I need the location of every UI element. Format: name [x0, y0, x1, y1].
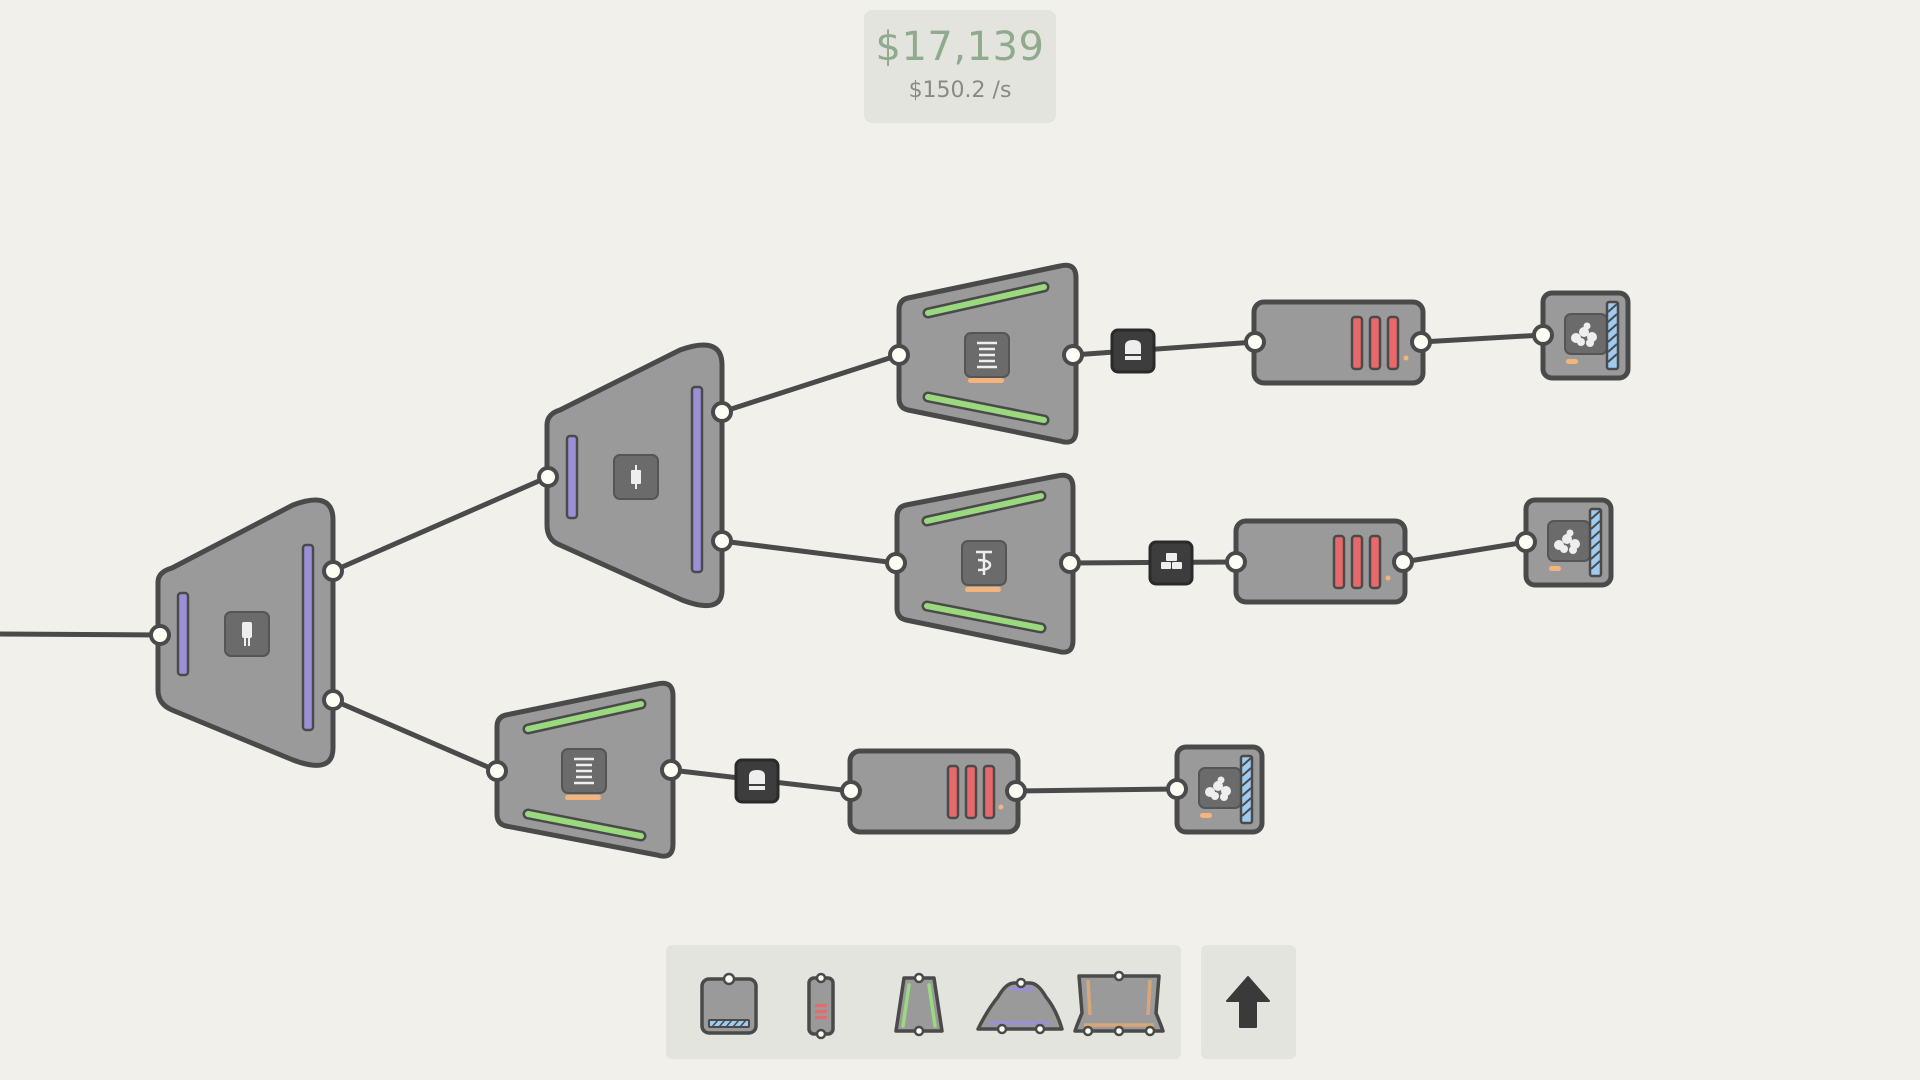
conveyor-line	[1418, 332, 1546, 345]
seller-progress	[1566, 359, 1578, 364]
furnace-icon	[807, 972, 835, 1040]
splitter-machine[interactable]	[544, 342, 725, 609]
input-port[interactable]	[840, 780, 862, 802]
chip-icon	[749, 770, 765, 790]
item-token	[1110, 328, 1156, 374]
output-port[interactable]	[711, 530, 733, 552]
item-token	[734, 758, 780, 804]
money-panel: $17,139 $150.2 /s	[864, 10, 1056, 123]
seller-tool-button[interactable]	[674, 945, 770, 1059]
build-toolbar	[666, 945, 1181, 1059]
furnace-bar	[1350, 534, 1364, 590]
conveyor-lines	[0, 332, 1546, 794]
output-port[interactable]	[322, 560, 344, 582]
seller-machine[interactable]	[1540, 290, 1631, 381]
furnace-indicator	[1403, 355, 1409, 361]
seller-bar	[1588, 507, 1603, 578]
conveyor-line	[719, 352, 902, 415]
splitter-machine[interactable]	[155, 497, 336, 768]
seller-bar	[1239, 754, 1254, 825]
output-port[interactable]	[1392, 551, 1414, 573]
output-port[interactable]	[1005, 780, 1027, 802]
conveyor-line	[330, 697, 500, 774]
processor-machine[interactable]	[896, 262, 1079, 445]
output-port[interactable]	[1059, 552, 1081, 574]
seller-bar	[1605, 300, 1620, 371]
seller-machine[interactable]	[1174, 744, 1265, 835]
furnace-bar	[964, 764, 978, 820]
money-rate: $150.2 /s	[908, 78, 1012, 103]
splitter-icon	[976, 977, 1064, 1035]
furnace-machine[interactable]	[847, 748, 1021, 835]
ore-cluster-icon	[1205, 776, 1231, 801]
input-port[interactable]	[1515, 531, 1537, 553]
processor-progress	[965, 587, 1001, 592]
seller-progress	[1549, 566, 1561, 571]
output-port[interactable]	[711, 401, 733, 423]
input-port[interactable]	[885, 552, 907, 574]
furnace-indicator	[1385, 575, 1391, 581]
splitter-output-bar	[690, 385, 704, 574]
splitter-input-bar	[176, 591, 190, 677]
merger-icon	[1073, 970, 1165, 1037]
conveyor-line	[1013, 786, 1180, 794]
seller-machine[interactable]	[1523, 497, 1614, 588]
coil-icon	[574, 757, 594, 785]
conveyor-line	[1070, 339, 1258, 358]
furnace-machine[interactable]	[1251, 299, 1426, 386]
input-port[interactable]	[149, 624, 171, 646]
splitter-input-bar	[565, 434, 579, 520]
furnace-machine[interactable]	[1233, 518, 1408, 605]
conveyor-line	[719, 538, 899, 566]
processor-progress	[968, 378, 1004, 383]
output-port[interactable]	[660, 759, 682, 781]
processor-tool-button[interactable]	[870, 945, 966, 1059]
processor-machine[interactable]	[894, 472, 1076, 655]
conveyor-line	[330, 474, 551, 574]
input-port[interactable]	[1225, 551, 1247, 573]
output-port[interactable]	[1062, 344, 1084, 366]
input-port[interactable]	[537, 466, 559, 488]
processor-progress	[565, 795, 601, 800]
chip-icon	[1125, 340, 1141, 360]
cell-icon	[631, 465, 641, 489]
seller-icon	[700, 972, 758, 1035]
wire-icon	[976, 550, 992, 575]
ore-icon	[242, 622, 252, 646]
output-port[interactable]	[1410, 331, 1432, 353]
input-port[interactable]	[1532, 324, 1554, 346]
processor-machine[interactable]	[494, 680, 676, 859]
conveyor-input	[0, 631, 163, 638]
input-port[interactable]	[1166, 778, 1188, 800]
coil-icon	[977, 341, 997, 369]
connection-ports[interactable]	[149, 324, 1554, 802]
input-port[interactable]	[486, 760, 508, 782]
ingot-icon	[1161, 553, 1182, 569]
upgrade-button[interactable]	[1201, 945, 1296, 1059]
furnace-bar	[1386, 315, 1400, 371]
ore-cluster-icon	[1571, 322, 1597, 347]
splitter-tool-button[interactable]	[968, 945, 1064, 1059]
furnace-bar	[1368, 534, 1382, 590]
processor-icon	[894, 972, 944, 1037]
conveyor-line	[1400, 539, 1529, 565]
furnace-bar	[1368, 315, 1382, 371]
merger-tool-button[interactable]	[1071, 945, 1167, 1059]
arrow-up-icon	[1226, 976, 1270, 1028]
seller-progress	[1200, 813, 1212, 818]
ore-cluster-icon	[1554, 529, 1580, 554]
item-token	[1148, 540, 1194, 586]
input-port[interactable]	[888, 344, 910, 366]
splitter-output-bar	[301, 543, 315, 732]
furnace-bar	[946, 764, 960, 820]
output-port[interactable]	[322, 689, 344, 711]
furnace-bar	[982, 764, 996, 820]
furnace-bar	[1332, 534, 1346, 590]
furnace-indicator	[998, 804, 1004, 810]
money-total: $17,139	[875, 24, 1045, 70]
furnace-bar	[1350, 315, 1364, 371]
input-port[interactable]	[1244, 331, 1266, 353]
furnace-tool-button[interactable]	[772, 945, 868, 1059]
